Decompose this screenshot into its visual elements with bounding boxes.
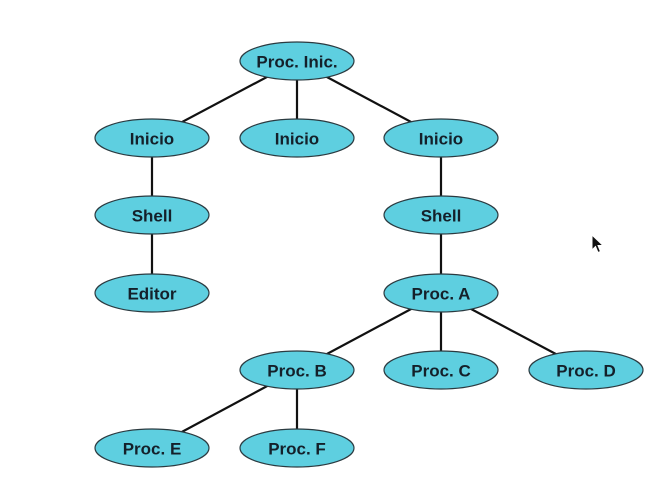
node-shape: [528, 350, 644, 390]
node-shape: [239, 118, 355, 158]
node-label: Shell: [421, 207, 462, 226]
node-shape: [383, 350, 499, 390]
node-shape: [239, 41, 355, 81]
node-shape: [94, 428, 210, 468]
node-procB: Proc. B: [239, 350, 355, 390]
node-procE: Proc. E: [94, 428, 210, 468]
node-root: Proc. Inic.: [239, 41, 355, 81]
node-label: Shell: [132, 207, 173, 226]
node-shape: [94, 195, 210, 235]
node-shell2: Shell: [383, 195, 499, 235]
node-shell1: Shell: [94, 195, 210, 235]
node-label: Proc. E: [123, 440, 182, 459]
node-shape: [239, 350, 355, 390]
node-shape: [94, 118, 210, 158]
node-inicio3: Inicio: [383, 118, 499, 158]
node-label: Inicio: [275, 130, 319, 149]
node-shape: [383, 195, 499, 235]
node-editor: Editor: [94, 273, 210, 313]
node-shape: [383, 118, 499, 158]
edges-layer: [150, 60, 587, 449]
node-label: Proc. A: [412, 285, 471, 304]
node-procF: Proc. F: [239, 428, 355, 468]
node-shape: [383, 273, 499, 313]
node-procD: Proc. D: [528, 350, 644, 390]
node-label: Inicio: [130, 130, 174, 149]
node-label: Proc. B: [267, 362, 327, 381]
node-label: Proc. F: [268, 440, 326, 459]
mouse-pointer-icon: [591, 234, 605, 254]
node-label: Inicio: [419, 130, 463, 149]
node-label: Editor: [127, 285, 176, 304]
node-inicio1: Inicio: [94, 118, 210, 158]
node-shape: [94, 273, 210, 313]
node-procA: Proc. A: [383, 273, 499, 313]
node-shape: [239, 428, 355, 468]
node-label: Proc. D: [556, 362, 616, 381]
node-label: Proc. C: [411, 362, 471, 381]
node-inicio2: Inicio: [239, 118, 355, 158]
node-procC: Proc. C: [383, 350, 499, 390]
node-label: Proc. Inic.: [256, 53, 337, 72]
